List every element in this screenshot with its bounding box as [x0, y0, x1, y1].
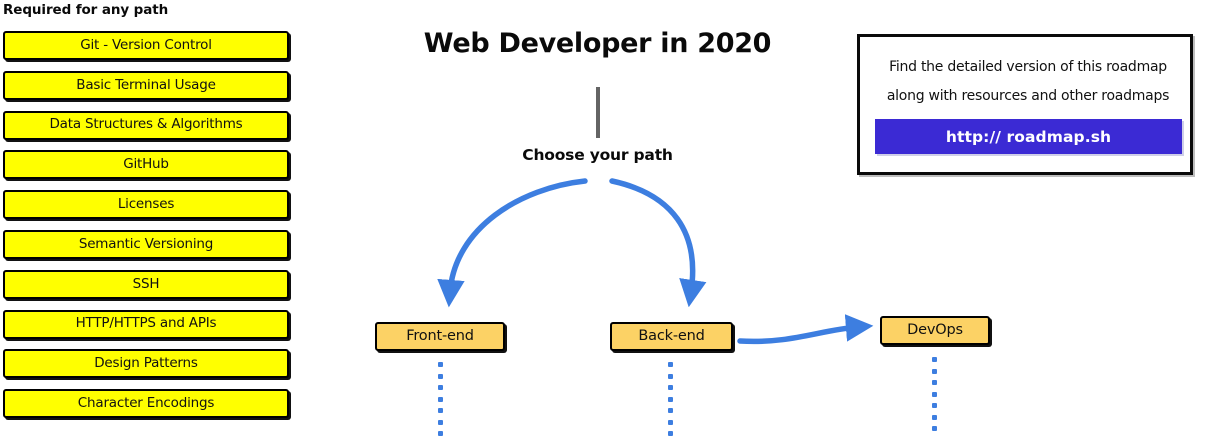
required-topic-item[interactable]: Basic Terminal Usage	[3, 70, 289, 100]
arrow-back-end-to-devops	[737, 314, 874, 345]
trail-dot	[668, 408, 673, 413]
trail-dot	[932, 403, 937, 408]
required-topic-label: SSH	[132, 275, 160, 292]
required-topic-item[interactable]: Design Patterns	[3, 349, 289, 379]
trail-dot	[438, 362, 443, 367]
required-topic-label: Git - Version Control	[80, 36, 212, 53]
roadmap-url-button[interactable]: http:// roadmap.sh	[875, 119, 1182, 154]
trail-dot	[438, 419, 443, 425]
choose-path-label: Choose your path	[522, 146, 673, 164]
path-node-devops[interactable]: DevOps	[880, 316, 990, 345]
trail-dot	[668, 431, 673, 436]
arrow-to-back-end	[609, 178, 707, 308]
trail-dot	[932, 380, 937, 385]
trail-dot	[668, 373, 673, 379]
required-topic-item[interactable]: GitHub	[3, 150, 289, 180]
required-topic-item[interactable]: Semantic Versioning	[3, 229, 289, 259]
trail-dot	[932, 426, 937, 431]
required-section-header: Required for any path	[3, 2, 169, 18]
trail-dot	[438, 373, 443, 379]
required-topic-label: Design Patterns	[94, 355, 198, 372]
roadmap-info-box: Find the detailed version of this roadma…	[857, 34, 1193, 175]
required-topic-label: Semantic Versioning	[78, 235, 214, 252]
required-topic-label: Basic Terminal Usage	[76, 76, 216, 93]
trail-dot	[668, 419, 673, 425]
title-stem-line	[596, 87, 600, 138]
required-topic-item[interactable]: HTTP/HTTPS and APIs	[3, 309, 289, 339]
trail-dot	[668, 362, 673, 367]
roadmap-url-label: http:// roadmap.sh	[945, 127, 1112, 146]
trail-dot	[668, 385, 673, 390]
trail-dot	[438, 408, 443, 413]
trail-dot	[438, 431, 443, 436]
dotted-trail-back-end	[668, 362, 673, 436]
trail-dot	[438, 396, 443, 402]
trail-dot	[932, 368, 937, 374]
trail-dot	[932, 391, 937, 397]
required-topic-item[interactable]: Character Encodings	[3, 389, 289, 419]
dotted-trail-devops	[932, 357, 937, 436]
trail-dot	[668, 396, 673, 402]
required-topic-item[interactable]: Licenses	[3, 190, 289, 220]
path-node-label: Front-end	[406, 328, 474, 345]
path-node-label: DevOps	[907, 322, 963, 339]
path-node-front-end[interactable]: Front-end	[375, 322, 505, 351]
info-box-line-1: Find the detailed version of this roadma…	[889, 59, 1167, 75]
required-topic-item[interactable]: Git - Version Control	[3, 31, 289, 60]
required-topic-item[interactable]: SSH	[3, 269, 289, 299]
trail-dot	[438, 385, 443, 390]
required-topic-item[interactable]: Data Structures & Algorithms	[3, 110, 289, 140]
required-topic-label: HTTP/HTTPS and APIs	[75, 315, 217, 332]
required-topic-label: GitHub	[123, 156, 169, 173]
path-node-back-end[interactable]: Back-end	[610, 322, 733, 351]
path-node-label: Back-end	[638, 328, 705, 345]
page-title: Web Developer in 2020	[423, 28, 772, 59]
trail-dot	[932, 414, 937, 420]
required-topic-label: Data Structures & Algorithms	[49, 116, 243, 133]
required-topic-label: Character Encodings	[77, 394, 215, 411]
required-topic-label: Licenses	[117, 195, 175, 212]
info-box-line-2: along with resources and other roadmaps	[886, 88, 1170, 104]
arrow-to-front-end	[437, 178, 588, 308]
trail-dot	[932, 357, 937, 362]
dotted-trail-front-end	[438, 362, 443, 436]
